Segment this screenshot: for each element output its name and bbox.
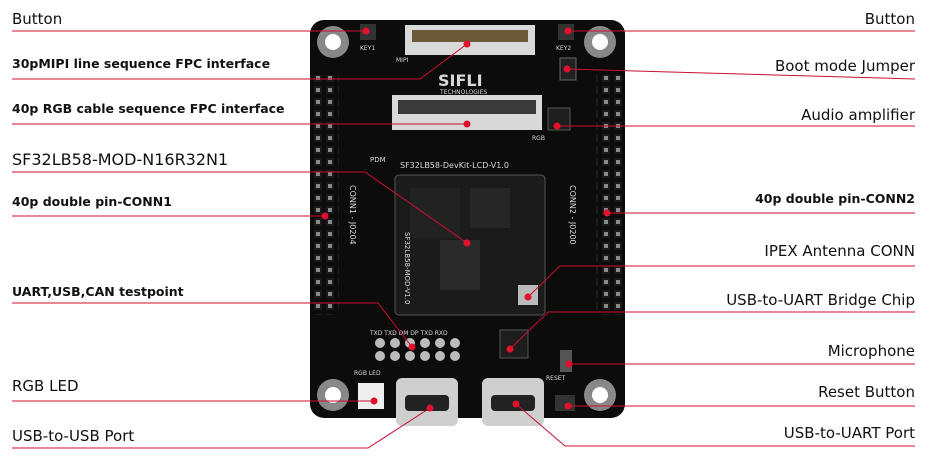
silk-rgb: RGB — [532, 135, 545, 142]
label-conn2: 40p double pin-CONN2 — [755, 191, 915, 206]
silk-rgb-led: RGB LED — [354, 370, 381, 377]
silk-module: SF32LB58-MOD-V1.0 — [403, 232, 411, 305]
rgb-led — [358, 383, 384, 409]
audio-amp-chip — [547, 107, 571, 131]
label-button-left: Button — [12, 10, 63, 28]
conn1-pins — [313, 75, 339, 315]
silk-board-name: SF32LB58-DevKit-LCD-V1.0 — [400, 161, 509, 170]
label-audio-amp: Audio amplifier — [801, 106, 915, 124]
leader-dots — [321, 27, 611, 412]
label-rgb-fpc: 40p RGB cable sequence FPC interface — [12, 101, 285, 116]
silk-key2: KEY2 — [556, 45, 571, 52]
reset-switch — [555, 395, 575, 411]
label-bridge-chip: USB-to-UART Bridge Chip — [726, 291, 915, 309]
label-rgb-led: RGB LED — [12, 377, 79, 395]
silk-brand: SIFLI — [438, 71, 483, 90]
bridge-chip — [499, 329, 529, 359]
label-microphone: Microphone — [827, 342, 915, 360]
label-module: SF32LB58-MOD-N16R32N1 — [12, 150, 229, 169]
label-boot-jumper: Boot mode Jumper — [774, 57, 915, 75]
label-reset-button: Reset Button — [818, 383, 915, 401]
label-conn1: 40p double pin-CONN1 — [12, 194, 172, 209]
silk-key1: KEY1 — [360, 45, 375, 52]
silk-conn1: CONN1 - J0204 — [348, 185, 357, 245]
label-testpoint: UART,USB,CAN testpoint — [12, 284, 184, 299]
label-ipex: IPEX Antenna CONN — [764, 242, 915, 260]
label-button-right: Button — [864, 10, 915, 28]
silk-pdm: PDM — [370, 156, 386, 164]
label-mipi-fpc: 30pMIPI line sequence FPC interface — [12, 56, 271, 71]
silk-brand-sub: TECHNOLOGIES — [439, 89, 487, 96]
leader-lines — [12, 30, 916, 449]
silk-reset: RESET — [546, 375, 566, 382]
silk-mipi: MIPI — [396, 57, 409, 64]
silk-pins: TXD TXD DM DP TXD RXD — [369, 330, 448, 337]
silk-conn2: CONN2 - J0200 — [568, 185, 577, 245]
conn2-pins — [596, 75, 622, 315]
label-usb-port: USB-to-USB Port — [12, 427, 135, 445]
label-uart-port: USB-to-UART Port — [783, 424, 915, 442]
